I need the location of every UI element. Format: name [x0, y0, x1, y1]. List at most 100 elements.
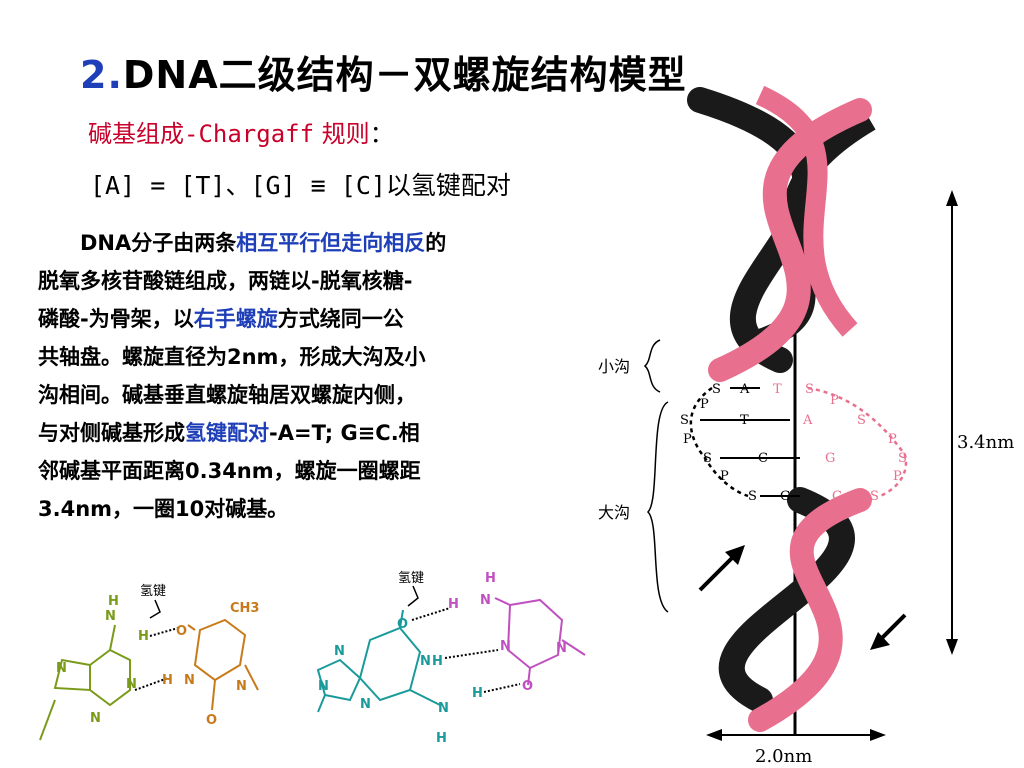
cytosine-ring	[506, 598, 564, 670]
guanine-H1: H	[432, 654, 443, 669]
strand-arrow-down-head	[870, 632, 890, 650]
para-highlight-antiparallel: 相互平行但走向相反	[236, 231, 426, 255]
guanine-N7: N	[334, 644, 345, 659]
adenine-N1: N	[126, 677, 137, 692]
para-line-1c: 的	[425, 231, 447, 255]
thymine-o4-bond	[187, 624, 196, 631]
guanine-H2b: H	[436, 731, 447, 746]
para-line-2: 脱氧多核苷酸链组成，两链以-脱氧核糖-	[38, 269, 413, 293]
thymine-O2: O	[206, 713, 217, 728]
gc-hbond-1	[411, 607, 451, 621]
strand-arrow-up-head	[725, 545, 745, 565]
para-highlight-right-handed: 右手螺旋	[193, 307, 278, 331]
adenine-N-amine: N	[105, 609, 116, 624]
bp-G-4: G	[780, 489, 790, 504]
gc-hbond-2	[444, 649, 499, 659]
bp-A-1: A	[739, 382, 750, 397]
adenine-N3: N	[90, 711, 101, 726]
at-hbond-2	[134, 677, 169, 691]
chargaff-label-rule: 规则	[314, 120, 370, 148]
bp-S-2: S	[680, 413, 689, 428]
left-backbone-dashes	[689, 386, 749, 498]
cytosine-H4b: H	[448, 597, 459, 612]
bp-S-3r: S	[898, 451, 907, 466]
para-line-7: 邻碱基平面距离0.34nm，螺旋一圈螺距	[38, 459, 421, 483]
cytosine-n4-bond	[494, 597, 511, 606]
cytosine-o2-bond	[527, 667, 531, 686]
guanine-N1: N	[420, 654, 431, 669]
bp-C-3: C	[758, 451, 768, 466]
para-line-3a: 磷酸-为骨架，以	[38, 307, 194, 331]
minor-groove-label: 小沟	[598, 357, 630, 376]
bp-C-4: C	[832, 489, 842, 504]
helix-strand-pink	[708, 98, 872, 732]
guanine-H2a: H	[472, 686, 483, 701]
pitch-label: 3.4nm	[957, 432, 1014, 453]
title-number: 2.	[80, 53, 123, 97]
thymine-o2-bond	[211, 679, 216, 711]
cytosine-H4a: H	[485, 571, 496, 586]
bp-P-2: P	[683, 432, 692, 447]
guanine-O6: O	[397, 617, 408, 632]
chargaff-colon: ：	[369, 120, 394, 148]
para-line-4: 共轴盘。螺旋直径为2nm，形成大沟及小	[38, 345, 426, 369]
adenine-H-bond: H	[138, 629, 149, 644]
title-text: DNA二级结构－双螺旋结构模型	[122, 53, 687, 97]
para-line-8: 3.4nm，一圈10对碱基。	[38, 497, 289, 521]
adenine-H-top: H	[108, 594, 119, 609]
gc-hbond-pointer	[407, 585, 419, 607]
guanine-ring-6	[358, 626, 422, 702]
bp-P-2r: P	[888, 432, 897, 447]
guanine-methyl-bond	[317, 694, 326, 713]
thymine-CH3: CH3	[230, 601, 259, 616]
pitch-arrow-bottom	[946, 639, 958, 655]
at-hbond-1	[149, 627, 179, 637]
major-groove-label: 大沟	[598, 503, 630, 522]
right-backbone-dashes	[807, 386, 908, 498]
thymine-ring	[193, 618, 247, 682]
para-line-6a: 与对侧碱基形成	[38, 421, 185, 445]
bp-P-3: P	[720, 469, 729, 484]
chargaff-formula: [A] = [T]、[G] ≡ [C]以氢键配对	[90, 171, 511, 200]
para-line-6: 与对侧碱基形成氢键配对-A=T; G≡C.相	[38, 414, 568, 452]
page-title: 2.DNA二级结构－双螺旋结构模型	[80, 44, 687, 99]
thymine-H: H	[162, 673, 173, 688]
at-hbond-label: 氢键	[140, 584, 166, 599]
thymine-N1: N	[236, 679, 247, 694]
bp-T-1: T	[773, 382, 782, 397]
pitch-arrow-top	[946, 190, 958, 206]
helix-strand-pink-upper	[755, 85, 858, 337]
adenine-amine-bond	[109, 624, 116, 651]
adenine-N7: N	[56, 661, 67, 676]
bp-S-1r: S	[805, 382, 814, 397]
bp-G-3: G	[825, 451, 835, 466]
gc-hbond-3	[483, 683, 521, 693]
diameter-label: 2.0nm	[755, 746, 812, 767]
chargaff-heading: 碱基组成-Chargaff 规则：	[88, 114, 394, 149]
para-highlight-hbond: 氢键配对	[185, 421, 269, 445]
cytosine-N4: N	[480, 593, 491, 608]
thymine-N3: N	[184, 673, 195, 688]
cytosine-O2: O	[522, 679, 533, 694]
diameter-arrow-left	[706, 729, 722, 741]
chargaff-label-cn: 碱基组成	[88, 120, 184, 148]
bp-S-3: S	[703, 451, 712, 466]
bp-P-3r: P	[893, 469, 902, 484]
at-hbond-pointer	[149, 599, 161, 619]
thymine-n1-bond	[244, 664, 259, 691]
minor-groove-brace	[643, 339, 661, 393]
para-line-6c: -A=T; G≡C.相	[269, 421, 420, 445]
chargaff-label-en: -Chargaff	[184, 120, 315, 148]
thymine-O4: O	[176, 624, 187, 639]
bp-T-2: T	[740, 413, 749, 428]
guanine-ring-5	[316, 658, 362, 702]
bp-P-1r: P	[830, 393, 839, 408]
guanine-N2: N	[438, 701, 449, 716]
adenine-ring-5	[53, 658, 91, 692]
bp-S-1: S	[712, 382, 721, 397]
guanine-N3: N	[360, 697, 371, 712]
diameter-arrow-right	[870, 729, 886, 741]
